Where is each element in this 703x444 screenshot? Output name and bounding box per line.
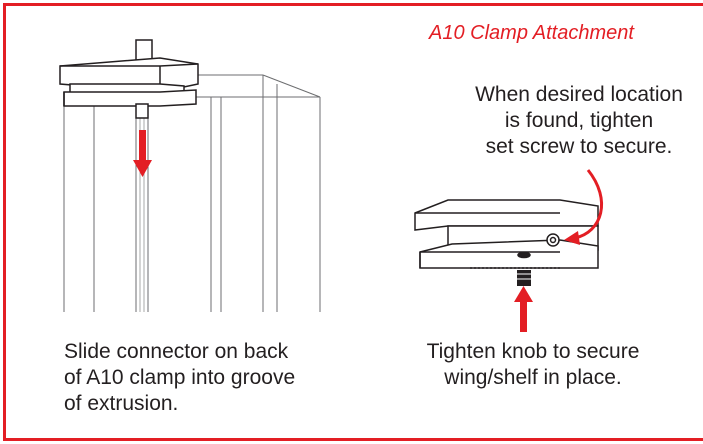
tighten-knob-note-line: Tighten knob to secure [426,340,640,363]
down-arrow-icon [133,130,152,177]
tighten-knob-note: Tighten knob to secure wing/shelf in pla… [394,339,672,391]
tighten-knob-note-line: wing/shelf in place. [444,366,622,389]
diagram-border [3,3,703,441]
slide-connector-note-line: Slide connector on back [64,340,289,363]
clamp-left-illustration [59,39,199,119]
clamp-detail-illustration [414,199,599,269]
diagram-title: A10 Clamp Attachment [429,22,634,44]
slide-connector-note-line: of A10 clamp into groove [64,366,296,389]
slide-connector-note: Slide connector on back of A10 clamp int… [64,339,295,417]
set-screw-note-line: is found, tighten [504,109,654,132]
curved-arrow-icon [564,169,604,245]
set-screw-note-line: When desired location [475,83,683,106]
slide-connector-note-line: of extrusion. [64,392,179,415]
set-screw-note-line: set screw to secure. [485,135,673,158]
extrusion-illustration [63,74,321,312]
knob-icon [517,270,531,286]
up-arrow-icon [514,286,533,332]
set-screw-note: When desired location is found, tighten … [439,82,703,160]
